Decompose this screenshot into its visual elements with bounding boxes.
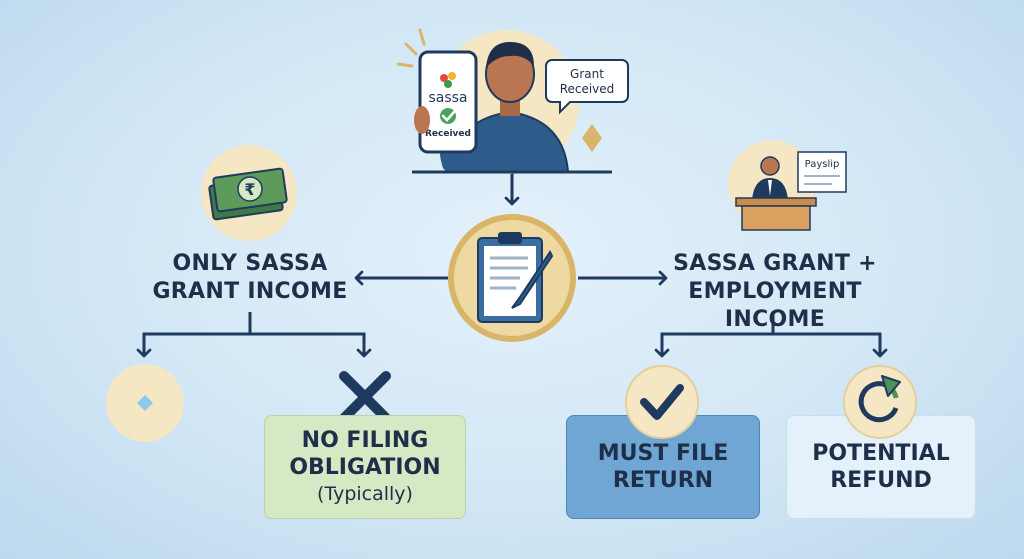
no-filing-line1: NO FILING bbox=[301, 427, 429, 453]
cash-icon: ₹ bbox=[201, 145, 297, 241]
no-filing-obligation-box: NO FILING OBLIGATION (Typically) bbox=[264, 415, 466, 519]
checkmark-icon bbox=[625, 365, 699, 439]
must-file-return-box: MUST FILE RETURN bbox=[566, 415, 760, 519]
refund-line1: POTENTIAL bbox=[812, 441, 950, 466]
currency-symbol: ₹ bbox=[244, 180, 255, 199]
speech-bubble-line1: Grant bbox=[570, 67, 604, 81]
no-filing-line2: OBLIGATION bbox=[289, 454, 441, 480]
phone-status-text: Received bbox=[425, 129, 471, 139]
left-split-lines-2 bbox=[250, 332, 372, 358]
must-file-line2: RETURN bbox=[612, 468, 714, 493]
refund-line2: REFUND bbox=[830, 468, 932, 493]
employee-payslip-icon: Payslip bbox=[728, 140, 847, 231]
payslip-label: Payslip bbox=[805, 159, 840, 170]
small-diamond-icon bbox=[137, 395, 153, 411]
must-file-line1: MUST FILE bbox=[597, 441, 729, 466]
speech-bubble-line2: Received bbox=[560, 82, 615, 96]
right-branch-line1: SASSA GRANT + bbox=[673, 251, 877, 276]
left-split-lines bbox=[136, 312, 252, 358]
left-branch-line2: GRANT INCOME bbox=[152, 279, 348, 304]
left-branch-line1: ONLY SASSA bbox=[172, 251, 328, 276]
refund-arrow-icon bbox=[843, 365, 917, 439]
left-branch-label: ONLY SASSA GRANT INCOME bbox=[120, 250, 380, 306]
right-split-lines bbox=[654, 312, 775, 358]
right-branch-label: SASSA GRANT + EMPLOYMENT INCOME bbox=[640, 250, 910, 334]
right-split-lines-2 bbox=[773, 332, 888, 358]
right-branch-line2: EMPLOYMENT INCOME bbox=[688, 279, 862, 332]
no-filing-line3: (Typically) bbox=[317, 482, 413, 505]
person-with-phone-illustration: sassa Received Grant Received bbox=[396, 28, 629, 174]
phone-brand-text: sassa bbox=[428, 90, 467, 106]
cross-icon bbox=[339, 371, 391, 423]
clipboard-review-icon bbox=[448, 214, 576, 342]
